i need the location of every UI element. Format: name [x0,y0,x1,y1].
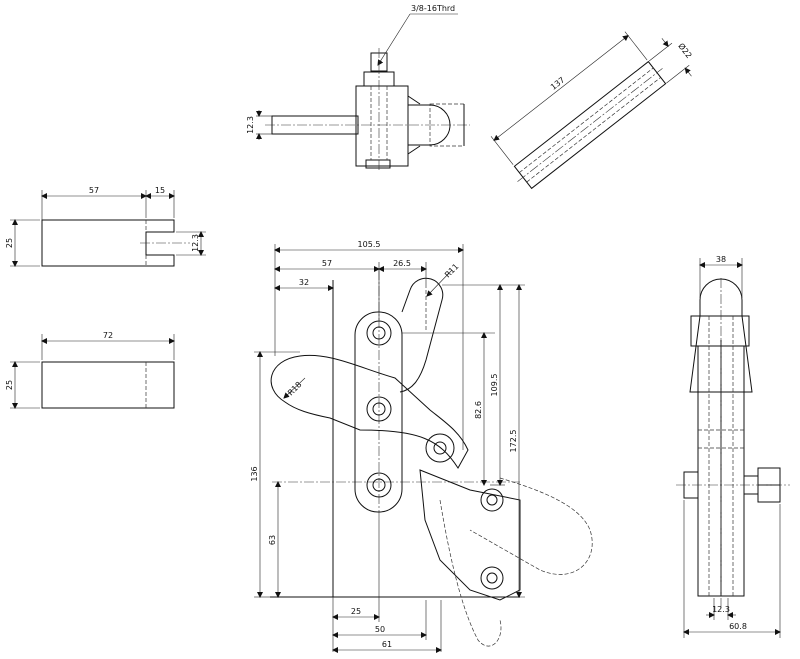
dim-32: 32 [299,278,309,287]
dim-r11: R11 [443,262,461,280]
dim-handle-137: 137 [549,75,567,92]
dim-block1-12-3: 12.3 [191,234,200,252]
dim-105-5: 105.5 [358,240,381,249]
front-view: R11 R18 105.5 57 26.5 32 109.5 82.6 172.… [250,240,593,653]
thread-label: 3/8-16Thrd [411,4,455,13]
dim-26-5: 26.5 [393,259,411,268]
dim-top-12-3: 12.3 [246,116,255,134]
dim-109-5: 109.5 [490,374,499,397]
handle-grip-view: 137 Ø22 [490,31,694,190]
dim-172-5: 172.5 [509,430,518,453]
dim-57: 57 [322,259,332,268]
dim-handle-dia: Ø22 [676,41,694,60]
dim-block2-25: 25 [5,380,14,390]
dim-side-60-8: 60.8 [729,622,747,631]
dim-50: 50 [375,625,385,634]
dim-side-38: 38 [716,255,726,264]
dim-136: 136 [250,466,259,481]
dim-82-6: 82.6 [474,401,483,419]
dim-block1-57: 57 [89,186,99,195]
dim-side-12-3: 12.3 [712,605,730,614]
dim-r18: R18 [286,380,304,398]
dim-61: 61 [382,640,392,649]
dim-25: 25 [351,607,361,616]
dim-block2-72: 72 [103,331,113,340]
block-2-view: 72 25 [5,331,175,409]
side-view: 38 12.3 60.8 [676,255,790,638]
top-view: 3/8-16Thrd 12.3 [246,4,470,172]
dim-block1-15: 15 [155,186,165,195]
dim-63: 63 [268,535,277,545]
dim-block1-25: 25 [5,238,14,248]
block-1-view: 57 15 25 12.3 [5,186,206,267]
